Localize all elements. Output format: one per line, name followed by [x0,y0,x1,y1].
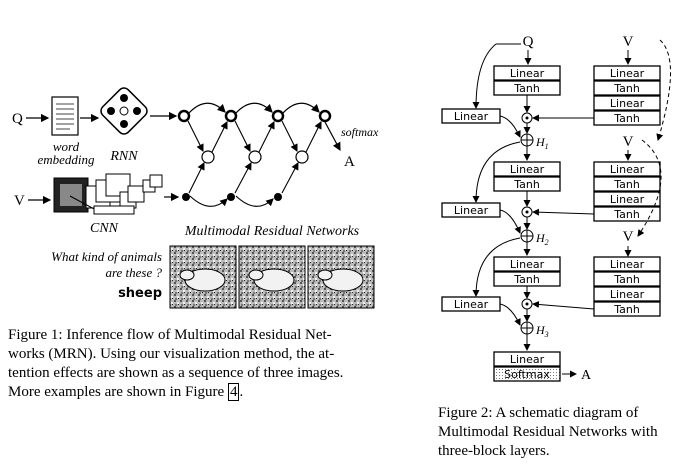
b2-q-tanh: Tanh [513,178,540,191]
h3-label: H3 [535,323,549,339]
fig2-caption-line-2: Multimodal Residual Networks with [438,424,658,440]
b2-q-linear: Linear [510,163,545,176]
attention-image-1 [169,245,237,309]
figure-1-diagram: Q word embedding RNN [12,87,379,309]
b3-v-linear-2: Linear [610,288,645,301]
question-line-1: What kind of animals [51,249,162,264]
word-embedding-label-1: word [53,139,80,154]
image-node-row [182,193,282,201]
word-embedding-label-2: embedding [37,152,95,167]
b1-q-tanh: Tanh [513,82,540,95]
rnn-label: RNN [109,149,138,164]
mrn-title: Multimodal Residual Networks [184,224,360,239]
final-linear: Linear [510,353,545,366]
h2-label: H2 [535,231,549,247]
attention-image-2 [238,245,306,309]
b1-v-linear-1: Linear [610,67,645,80]
question-line-2: are these ? [105,265,162,280]
b3-shortcut-linear: Linear [454,298,489,311]
b3-v-tanh-2: Tanh [613,303,640,316]
h1-label: H1 [535,135,549,151]
block3-v-stack: Linear Tanh Linear Tanh [593,256,661,317]
block2-v-stack: Linear Tanh Linear Tanh [593,161,661,222]
b3-v-linear-1: Linear [610,258,645,271]
figure-2-diagram: Q V Linear Tanh Linear Tanh Linear Tanh … [441,34,671,383]
attention-image-3 [307,245,375,309]
fig2-caption-line-3: three-block layers. [438,443,550,459]
fig2-softmax-label: Softmax [504,368,550,381]
fig2-v-label-3: V [623,229,634,245]
block3-q-stack: Linear Tanh [493,256,561,287]
answer-word: sheep [118,286,162,301]
fig1-caption-end: . [239,384,244,400]
rnn-icon [100,87,148,135]
fig1-q-label: Q [12,111,23,127]
fig1-caption-line-1: Figure 1: Inference flow of Multimodal R… [8,327,332,343]
fig1-caption-line-2: works (MRN). Using our visualization met… [8,346,335,362]
b3-q-tanh: Tanh [513,273,540,286]
b2-v-linear-1: Linear [610,163,645,176]
document-icon [51,96,79,136]
fig2-answer-label: A [581,368,592,383]
figure-ref-link[interactable]: 4 [227,383,240,401]
fig2-caption-line-1: Figure 2: A schematic diagram of [438,405,639,421]
b3-v-tanh-1: Tanh [613,273,640,286]
b2-shortcut-linear: Linear [454,204,489,217]
b2-v-tanh-1: Tanh [613,178,640,191]
final-linear-box [493,351,561,367]
fig2-q-label: Q [523,34,534,50]
fusion-node-row [201,150,309,164]
cnn-label: CNN [90,221,119,236]
block2-q-stack: Linear Tanh [493,161,561,192]
b2-v-tanh-2: Tanh [613,208,640,221]
b1-v-tanh-1: Tanh [613,82,640,95]
fig1-caption-line-4: More examples are shown in Figure 4. [8,383,428,402]
fig1-caption-line-4-text: More examples are shown in Figure [8,384,228,400]
fig1-caption-line-3: tention effects are shown as a sequence … [8,365,344,381]
b1-shortcut-linear: Linear [454,110,489,123]
b1-v-linear-2: Linear [610,97,645,110]
cnn-icon [53,173,163,215]
figure-1-caption: Figure 1: Inference flow of Multimodal R… [8,326,428,402]
b2-v-linear-2: Linear [610,193,645,206]
b1-v-tanh-2: Tanh [613,112,640,125]
answer-label: A [344,154,355,170]
question-node-row [177,109,332,123]
softmax-box [493,366,561,382]
block1-v-stack: Linear Tanh Linear Tanh [593,65,661,126]
fig1-v-label: V [14,193,25,209]
fig2-v-label-1: V [623,34,634,50]
figure-2-caption: Figure 2: A schematic diagram of Multimo… [438,404,693,461]
b1-q-linear: Linear [510,67,545,80]
fig2-v-label-2: V [623,134,634,150]
block1-q-stack: Linear Tanh [493,65,561,96]
b3-q-linear: Linear [510,258,545,271]
softmax-label: softmax [341,125,379,139]
